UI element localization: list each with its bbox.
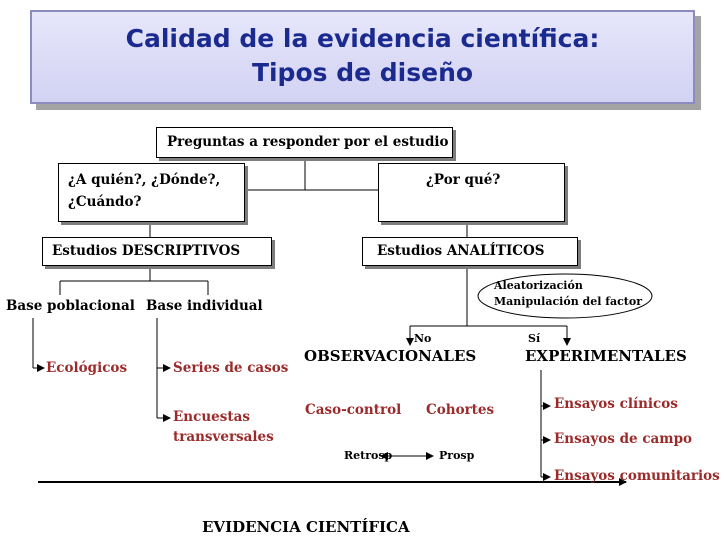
who-where-when-line-1: ¿A quién?, ¿Dónde?, (68, 172, 221, 188)
observational-label: OBSERVACIONALES (304, 347, 477, 365)
why-box: ¿Por qué? (378, 163, 565, 222)
population-base-label: Base poblacional (6, 298, 135, 314)
analytic-studies-box: Estudios ANALÍTICOS (362, 237, 578, 266)
cohorts-label: Cohortes (426, 402, 495, 418)
title-line-2: Tipos de diseño (251, 58, 474, 87)
title-banner (30, 10, 695, 104)
yes-label: Sí (528, 332, 541, 345)
case-series-label: Series de casos (173, 360, 289, 376)
surveys-line-1: Encuestas (173, 409, 250, 425)
page-title: Calidad de la evidencia científica: Tipo… (30, 22, 695, 90)
evidence-label: EVIDENCIA CIENTÍFICA (202, 518, 410, 536)
descriptive-studies-label: Estudios DESCRIPTIVOS (52, 243, 241, 259)
title-line-1: Calidad de la evidencia científica: (125, 24, 600, 53)
retrosp-label: Retrosp (344, 449, 393, 462)
randomization-label: Aleatorización (494, 279, 583, 292)
community-trials-label: Ensayos comunitarios (554, 468, 720, 484)
surveys-line-2: transversales (173, 429, 274, 445)
question-root-label: Preguntas a responder por el estudio (167, 134, 449, 150)
who-where-when-box: ¿A quién?, ¿Dónde?, ¿Cuándo? (58, 163, 245, 222)
factor-manipulation-label: Manipulación del factor (494, 295, 642, 308)
individual-base-label: Base individual (146, 298, 263, 314)
ecological-label: Ecológicos (46, 360, 128, 376)
analytic-studies-label: Estudios ANALÍTICOS (377, 243, 545, 259)
who-where-when-line-2: ¿Cuándo? (68, 194, 142, 210)
why-label: ¿Por qué? (426, 172, 501, 188)
clinical-trials-label: Ensayos clínicos (554, 396, 678, 412)
no-label: No (414, 332, 432, 345)
question-root-box: Preguntas a responder por el estudio (156, 127, 453, 158)
prosp-label: Prosp (439, 449, 475, 462)
case-control-label: Caso-control (305, 402, 402, 418)
experimental-label: EXPERIMENTALES (525, 347, 687, 365)
field-trials-label: Ensayos de campo (554, 431, 693, 447)
descriptive-studies-box: Estudios DESCRIPTIVOS (42, 237, 272, 266)
